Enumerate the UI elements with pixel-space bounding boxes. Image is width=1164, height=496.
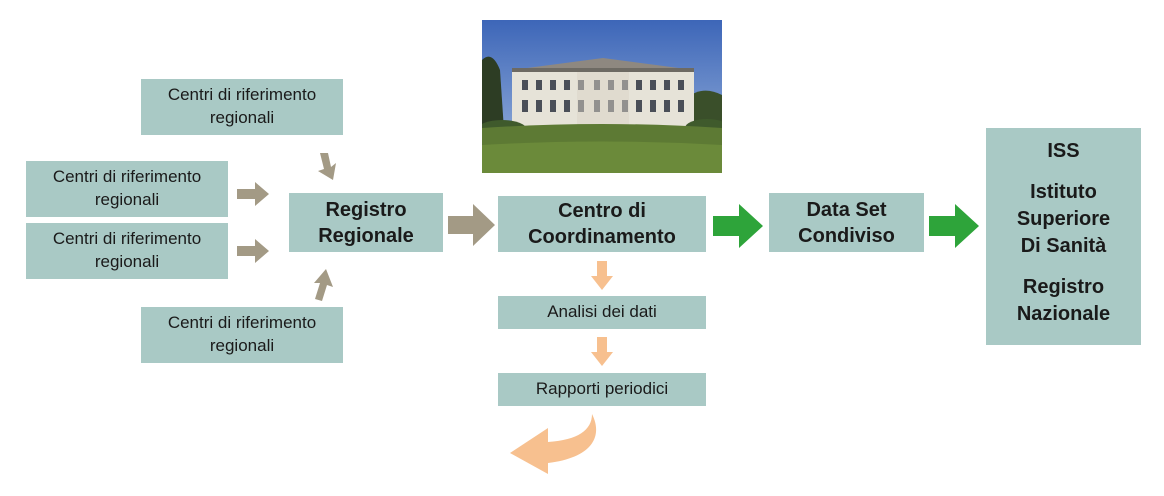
analisi-dati-label: Analisi dei dati bbox=[547, 302, 657, 322]
centro-riferimento-bottom: Centri di riferimento regionali bbox=[141, 307, 343, 363]
rapporti-periodici-label: Rapporti periodici bbox=[535, 379, 669, 399]
iss-registro: Registro Nazionale bbox=[1017, 274, 1110, 328]
centro-riferimento-mid1-label: Centri di riferimento regionali bbox=[52, 167, 202, 209]
arrow-right-icon bbox=[237, 239, 269, 263]
villa-photo bbox=[482, 20, 722, 173]
iss-line: ISS bbox=[1047, 140, 1080, 162]
iss-istituto-line2: Superiore bbox=[1016, 208, 1111, 230]
centro-coordinamento-label: Centro di Coordinamento bbox=[528, 200, 676, 248]
iss-title: ISS bbox=[1047, 138, 1079, 165]
curved-arrow-icon bbox=[510, 414, 597, 474]
iss-istituto: Istituto Superiore Di Sanità bbox=[1017, 179, 1110, 260]
iss-istituto-line1: Istituto bbox=[1030, 181, 1097, 203]
iss-registro-line1: Registro bbox=[1022, 276, 1105, 298]
arrow-down-icon bbox=[318, 153, 336, 180]
data-set-condiviso: Data Set Condiviso bbox=[769, 193, 924, 252]
arrow-right-icon bbox=[237, 182, 269, 206]
data-set-condiviso-label: Data Set Condiviso bbox=[798, 198, 895, 247]
arrow-right-icon bbox=[929, 204, 979, 248]
centro-riferimento-mid2: Centri di riferimento regionali bbox=[26, 223, 228, 279]
iss-box: ISS Istituto Superiore Di Sanità Registr… bbox=[986, 128, 1141, 345]
centro-riferimento-bottom-label: Centri di riferimento regionali bbox=[167, 313, 317, 355]
centro-riferimento-mid1: Centri di riferimento regionali bbox=[26, 161, 228, 217]
centro-coordinamento: Centro di Coordinamento bbox=[498, 196, 706, 252]
arrow-up-icon bbox=[314, 269, 333, 301]
arrow-down-icon bbox=[591, 337, 613, 366]
centro-riferimento-top-label: Centri di riferimento regionali bbox=[167, 85, 317, 127]
registro-regionale: Registro Regionale bbox=[289, 193, 443, 252]
centro-riferimento-mid2-label: Centri di riferimento regionali bbox=[52, 229, 202, 271]
centro-riferimento-top: Centri di riferimento regionali bbox=[141, 79, 343, 135]
iss-istituto-line3: Di Sanità bbox=[1020, 235, 1107, 257]
arrow-right-icon bbox=[713, 204, 763, 248]
iss-registro-line2: Nazionale bbox=[1016, 303, 1111, 325]
analisi-dati: Analisi dei dati bbox=[498, 296, 706, 329]
arrow-down-icon bbox=[591, 261, 613, 290]
arrow-right-icon bbox=[448, 204, 495, 246]
registro-regionale-label: Registro Regionale bbox=[318, 198, 414, 247]
rapporti-periodici: Rapporti periodici bbox=[498, 373, 706, 406]
